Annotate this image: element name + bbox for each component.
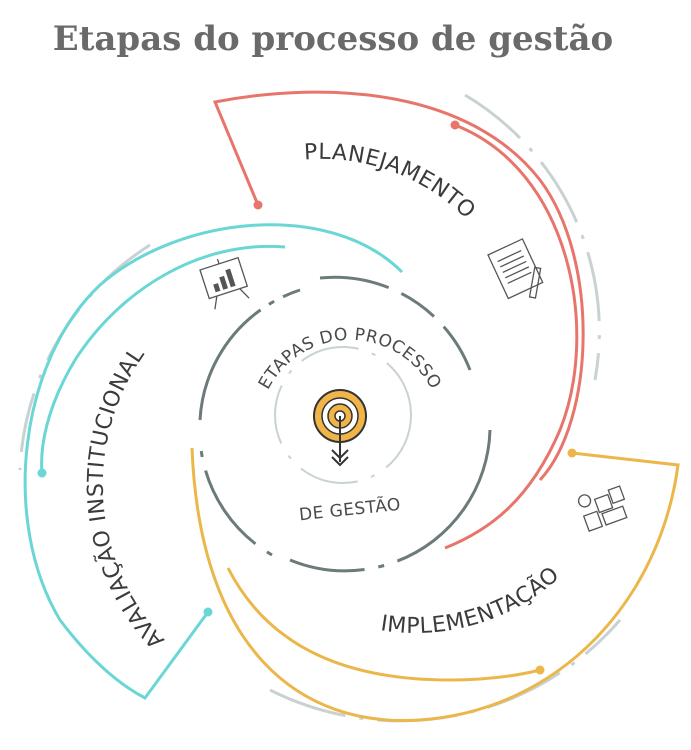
avaliacao-inner-arc [40,244,286,474]
center-label-bottom: DE GESTÃO [298,493,402,526]
stage-avaliacao: AVALIAÇÃO INSTITUCIONAL [23,223,404,700]
stage-implementacao: IMPLEMENTAÇÃO [190,447,680,723]
center-label-top: ETAPAS DO PROCESSO [255,325,445,393]
presentation-board-icon [199,256,250,310]
planejamento-outer-arc [212,90,585,482]
svg-text:PLANEJAMENTO: PLANEJAMENTO [304,140,481,224]
avaliacao-dot-start [37,468,47,478]
planejamento-dot-end [450,120,460,130]
planejamento-inner-arc [444,123,579,550]
svg-text:AVALIAÇÃO INSTITUCIONAL: AVALIAÇÃO INSTITUCIONAL [84,343,170,653]
svg-text:ETAPAS DO PROCESSO: ETAPAS DO PROCESSO [255,325,445,393]
implementacao-inner-arc [226,567,541,682]
people-icon [577,485,628,532]
planejamento-dot-start [253,200,263,210]
implementacao-label: IMPLEMENTAÇÃO [379,562,564,639]
document-pencil-icon [487,238,544,300]
inner-rings [198,275,492,573]
implementacao-dot-end [535,665,545,675]
avaliacao-outer-arc [23,223,404,700]
target-arrow-icon [313,389,367,467]
avaliacao-label: AVALIAÇÃO INSTITUCIONAL [84,343,169,653]
inner-dashed-ring [274,346,412,484]
page-title: Etapas do processo de gestão [53,19,613,59]
implementacao-dot-start [567,448,577,458]
stage-planejamento: PLANEJAMENTO [212,90,585,550]
avaliacao-dot-end [203,607,213,617]
svg-text:IMPLEMENTAÇÃO: IMPLEMENTAÇÃO [379,562,564,639]
implementacao-outer-arc [190,447,680,723]
planejamento-label: PLANEJAMENTO [304,140,480,224]
